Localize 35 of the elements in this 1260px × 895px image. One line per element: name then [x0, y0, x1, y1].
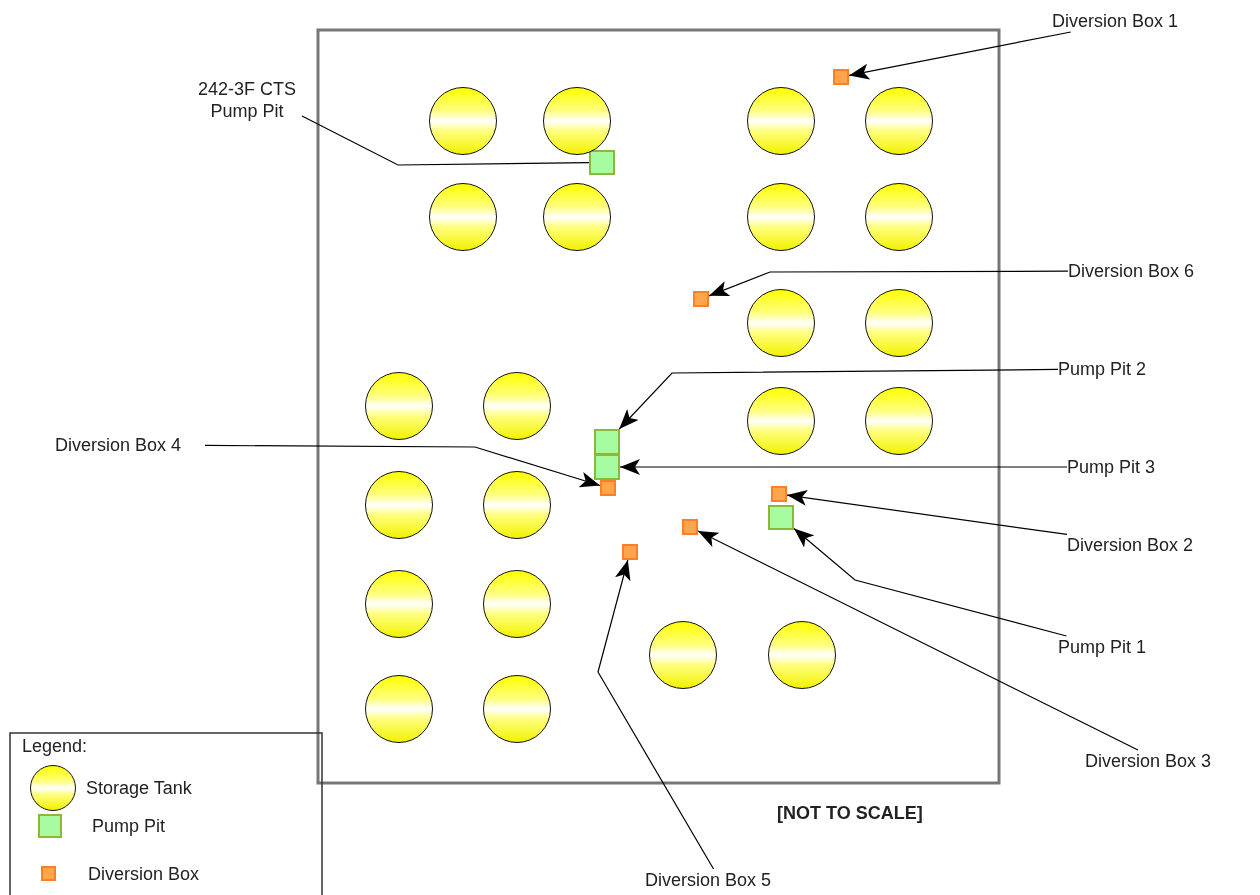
- legend-title: Legend:: [22, 735, 88, 757]
- callout-label: Diversion Box 3: [1085, 750, 1235, 772]
- diversion-box: [833, 69, 849, 85]
- leader-arrow: [708, 270, 1069, 297]
- legend-label: Pump Pit: [92, 815, 166, 837]
- pump-pit: [594, 429, 620, 455]
- callout-label: Diversion Box 2: [1067, 534, 1217, 556]
- callout-label: Diversion Box 1: [1052, 10, 1202, 32]
- diversion-box: [622, 544, 638, 560]
- leader-arrow: [204, 444, 601, 488]
- callout-label: 242-3F CTS Pump Pit: [182, 78, 312, 122]
- diversion-box: [693, 291, 709, 307]
- leader-arrow: [597, 559, 715, 870]
- pump-pit: [594, 454, 620, 480]
- leader-arrow: [619, 459, 1068, 475]
- diversion-box: [600, 480, 616, 496]
- leader-arrow: [786, 490, 1068, 536]
- pump-pit: [768, 505, 794, 530]
- legend-label: Diversion Box: [88, 862, 200, 885]
- callout-label: Pump Pit 1: [1058, 636, 1158, 658]
- diversion-box: [682, 519, 698, 535]
- callout-label: Diversion Box 6: [1068, 260, 1218, 282]
- diversion-box: [771, 486, 787, 502]
- callout-label: Diversion Box 4: [55, 434, 205, 456]
- leader-arrow: [848, 31, 1072, 80]
- callout-label: Pump Pit 3: [1067, 456, 1167, 478]
- leader-arrow: [697, 530, 1139, 751]
- callout-label: Pump Pit 2: [1058, 358, 1158, 380]
- legend-label: Storage Tank: [86, 777, 192, 799]
- callout-label: Diversion Box 5: [645, 869, 795, 891]
- pump-pit: [589, 150, 615, 175]
- leader-arrow: [618, 368, 1059, 430]
- scale-note: [NOT TO SCALE]: [777, 802, 923, 824]
- leader-line: [301, 115, 590, 166]
- leader-arrow: [793, 527, 1068, 637]
